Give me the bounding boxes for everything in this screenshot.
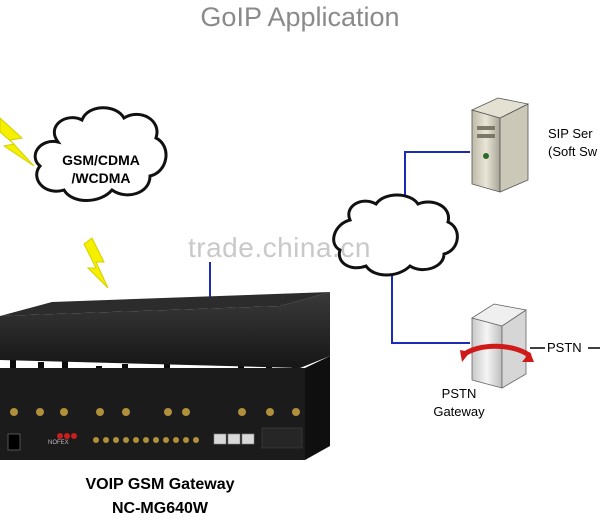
voip-gateway-device — [0, 292, 330, 460]
network-links — [209, 151, 600, 349]
sip-server-line1: SIP Ser — [548, 126, 593, 141]
cloud-gsm-icon — [33, 106, 168, 202]
ethernet-port-icons — [213, 433, 255, 445]
watermark: trade.china.cn — [188, 232, 371, 263]
pstn-gateway-label: PSTN Gateway — [428, 385, 490, 421]
cloud-gsm-line1: GSM/CDMA — [62, 152, 140, 168]
pstn-link-label: PSTN — [547, 340, 582, 355]
lightning-left-icon — [0, 117, 35, 167]
power-switch-icon — [7, 433, 21, 451]
cloud-internet-icon — [332, 193, 459, 277]
pstn-gateway-icon — [460, 303, 534, 389]
sip-server-label: SIP Ser (Soft Sw — [548, 125, 597, 161]
device-name: VOIP GSM Gateway — [85, 476, 235, 493]
sip-server-icon — [470, 97, 530, 193]
device-logo-icon — [57, 433, 77, 439]
device-brand: NOFEX — [48, 440, 69, 446]
device-model: NC-MG640W — [111, 500, 208, 517]
pstn-gateway-line1: PSTN — [441, 386, 477, 401]
sip-server-line2: (Soft Sw — [548, 144, 598, 159]
pstn-gateway-line2: Gateway — [433, 404, 485, 419]
link-pstn-gateway — [391, 262, 470, 344]
page-title: GoIP Application — [200, 2, 400, 32]
cloud-gsm-line2: /WCDMA — [71, 170, 131, 186]
link-sip-server — [404, 151, 470, 205]
cloud-gsm-label: GSM/CDMA /WCDMA — [50, 151, 152, 187]
lightning-bottom-icon — [83, 237, 109, 289]
